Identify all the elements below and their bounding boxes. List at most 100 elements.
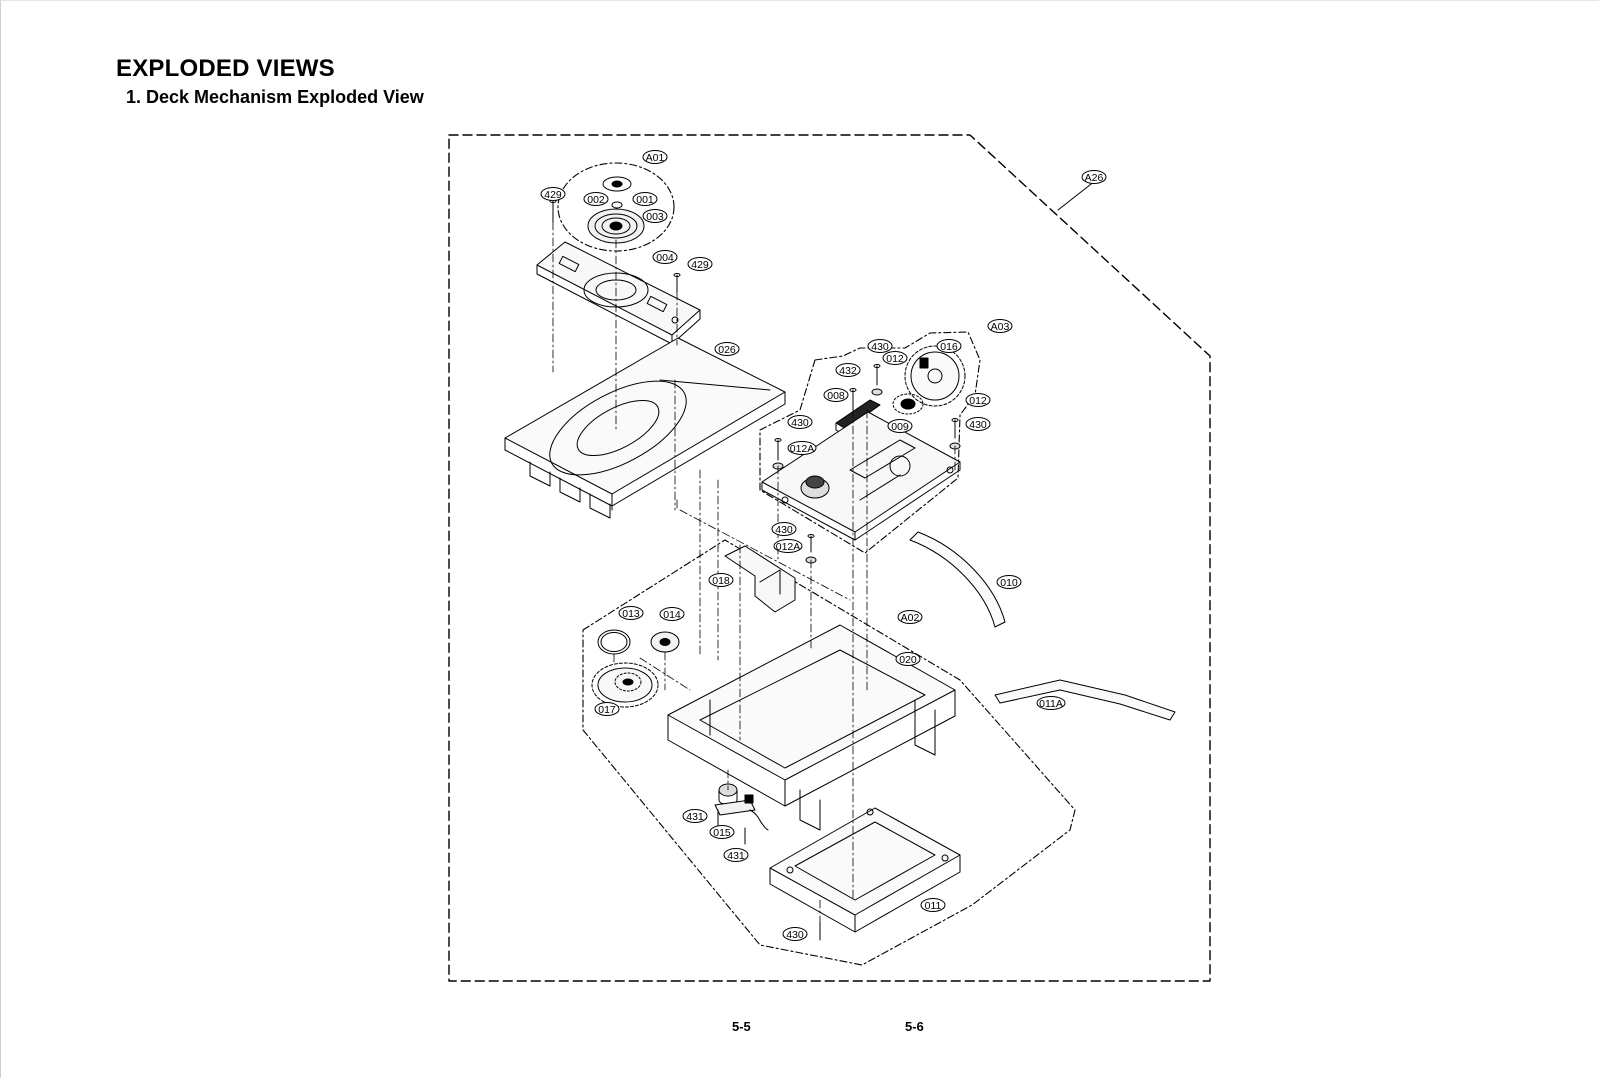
gear-017-part (591, 662, 659, 708)
page-subtitle: 1. Deck Mechanism Exploded View (126, 87, 424, 107)
callout-oval (723, 848, 749, 862)
callout-008: 008 (823, 388, 849, 402)
callout-text: 430 (786, 929, 804, 941)
callout-011: 011 (920, 898, 946, 912)
callout-013: 013 (618, 606, 644, 620)
callout-oval (682, 809, 708, 823)
callout-020: 020 (895, 652, 921, 666)
flex-cable-010-part (909, 531, 1006, 628)
callout-oval (787, 441, 817, 455)
callout-text: 020 (899, 654, 917, 666)
chassis-group-outline (582, 539, 1076, 966)
callout-oval (835, 363, 861, 377)
callout-text: A02 (901, 612, 920, 624)
callout-017: 017 (594, 702, 620, 716)
callout-text: 012 (886, 353, 904, 365)
callout-oval (709, 825, 735, 839)
a26-leader (1057, 180, 1096, 211)
callout-text: 011 (925, 900, 942, 912)
callout-text: 010 (1000, 577, 1018, 589)
callout-oval (773, 539, 803, 553)
callout-oval (583, 192, 609, 206)
gear-009-part (892, 393, 924, 415)
callout-002: 002 (583, 192, 609, 206)
callout-text: 431 (686, 811, 704, 823)
screw-429-a (549, 199, 557, 223)
screw-430-b (871, 364, 883, 396)
assembly-boundary (448, 134, 1211, 982)
screw-430-a (772, 438, 784, 470)
callout-429: 429 (687, 257, 713, 271)
callout-a03: A03 (987, 319, 1013, 333)
callout-a01: A01 (642, 150, 668, 164)
callout-004: 004 (652, 250, 678, 264)
pickup-base-part (761, 411, 961, 541)
screw-430-d (805, 534, 817, 564)
callout-oval (920, 898, 946, 912)
callout-text: 017 (598, 704, 616, 716)
callout-oval (652, 250, 678, 264)
base-011-part (769, 807, 961, 933)
assembly-guide-lines (552, 221, 956, 923)
screw-429-b (673, 273, 681, 293)
callout-oval (887, 419, 913, 433)
callout-text: 008 (827, 390, 845, 402)
callout-oval (618, 606, 644, 620)
callout-text: 026 (718, 344, 736, 356)
callout-026: 026 (714, 342, 740, 356)
callout-text: 430 (775, 524, 793, 536)
callout-text: 015 (713, 827, 731, 839)
callout-oval (782, 927, 808, 941)
callout-430: 430 (771, 522, 797, 536)
callout-a02: A02 (897, 610, 923, 624)
callout-text: 003 (646, 211, 664, 223)
callout-oval (642, 209, 668, 223)
screw-432 (849, 388, 857, 411)
callout-431: 431 (723, 848, 749, 862)
callout-text: A03 (991, 321, 1010, 333)
callout-text: 432 (839, 365, 857, 377)
callout-009: 009 (887, 419, 913, 433)
callout-a26: A26 (1081, 170, 1107, 184)
callout-011a: 011A (1036, 696, 1066, 710)
callout-012a: 012A (773, 539, 803, 553)
callout-oval (965, 393, 991, 407)
callout-text: A01 (646, 152, 665, 164)
callout-oval (882, 351, 908, 365)
callout-oval (632, 192, 658, 206)
callout-oval (642, 150, 668, 164)
callout-text: 430 (871, 341, 889, 353)
callout-text: 430 (969, 419, 987, 431)
callout-oval (687, 257, 713, 271)
callout-text: 018 (712, 575, 730, 587)
callout-oval (540, 187, 566, 201)
callout-oval (965, 417, 991, 431)
callout-oval (823, 388, 849, 402)
callout-text: 002 (587, 194, 605, 206)
callout-oval (1036, 696, 1066, 710)
callout-text: 011A (1039, 698, 1063, 710)
page-title: EXPLODED VIEWS (116, 55, 335, 82)
turntable-part (587, 176, 645, 244)
callout-text: 016 (940, 341, 958, 353)
callout-text: 430 (791, 417, 809, 429)
callout-oval (1081, 170, 1107, 184)
callout-012a: 012A (787, 441, 817, 455)
callout-431: 431 (682, 809, 708, 823)
clamp-plate-part (536, 241, 701, 345)
callout-oval (714, 342, 740, 356)
callout-430: 430 (782, 927, 808, 941)
callout-010: 010 (996, 575, 1022, 589)
gear-016-part (904, 345, 966, 407)
callout-oval (594, 702, 620, 716)
callout-430: 430 (787, 415, 813, 429)
part-018 (724, 545, 796, 613)
chassis-020-part (667, 624, 956, 831)
callout-text: 431 (727, 850, 745, 862)
callout-text: 009 (891, 421, 909, 433)
page-number-left: 5-5 (732, 1019, 751, 1034)
callout-text: 013 (622, 608, 640, 620)
callout-012: 012 (882, 351, 908, 365)
